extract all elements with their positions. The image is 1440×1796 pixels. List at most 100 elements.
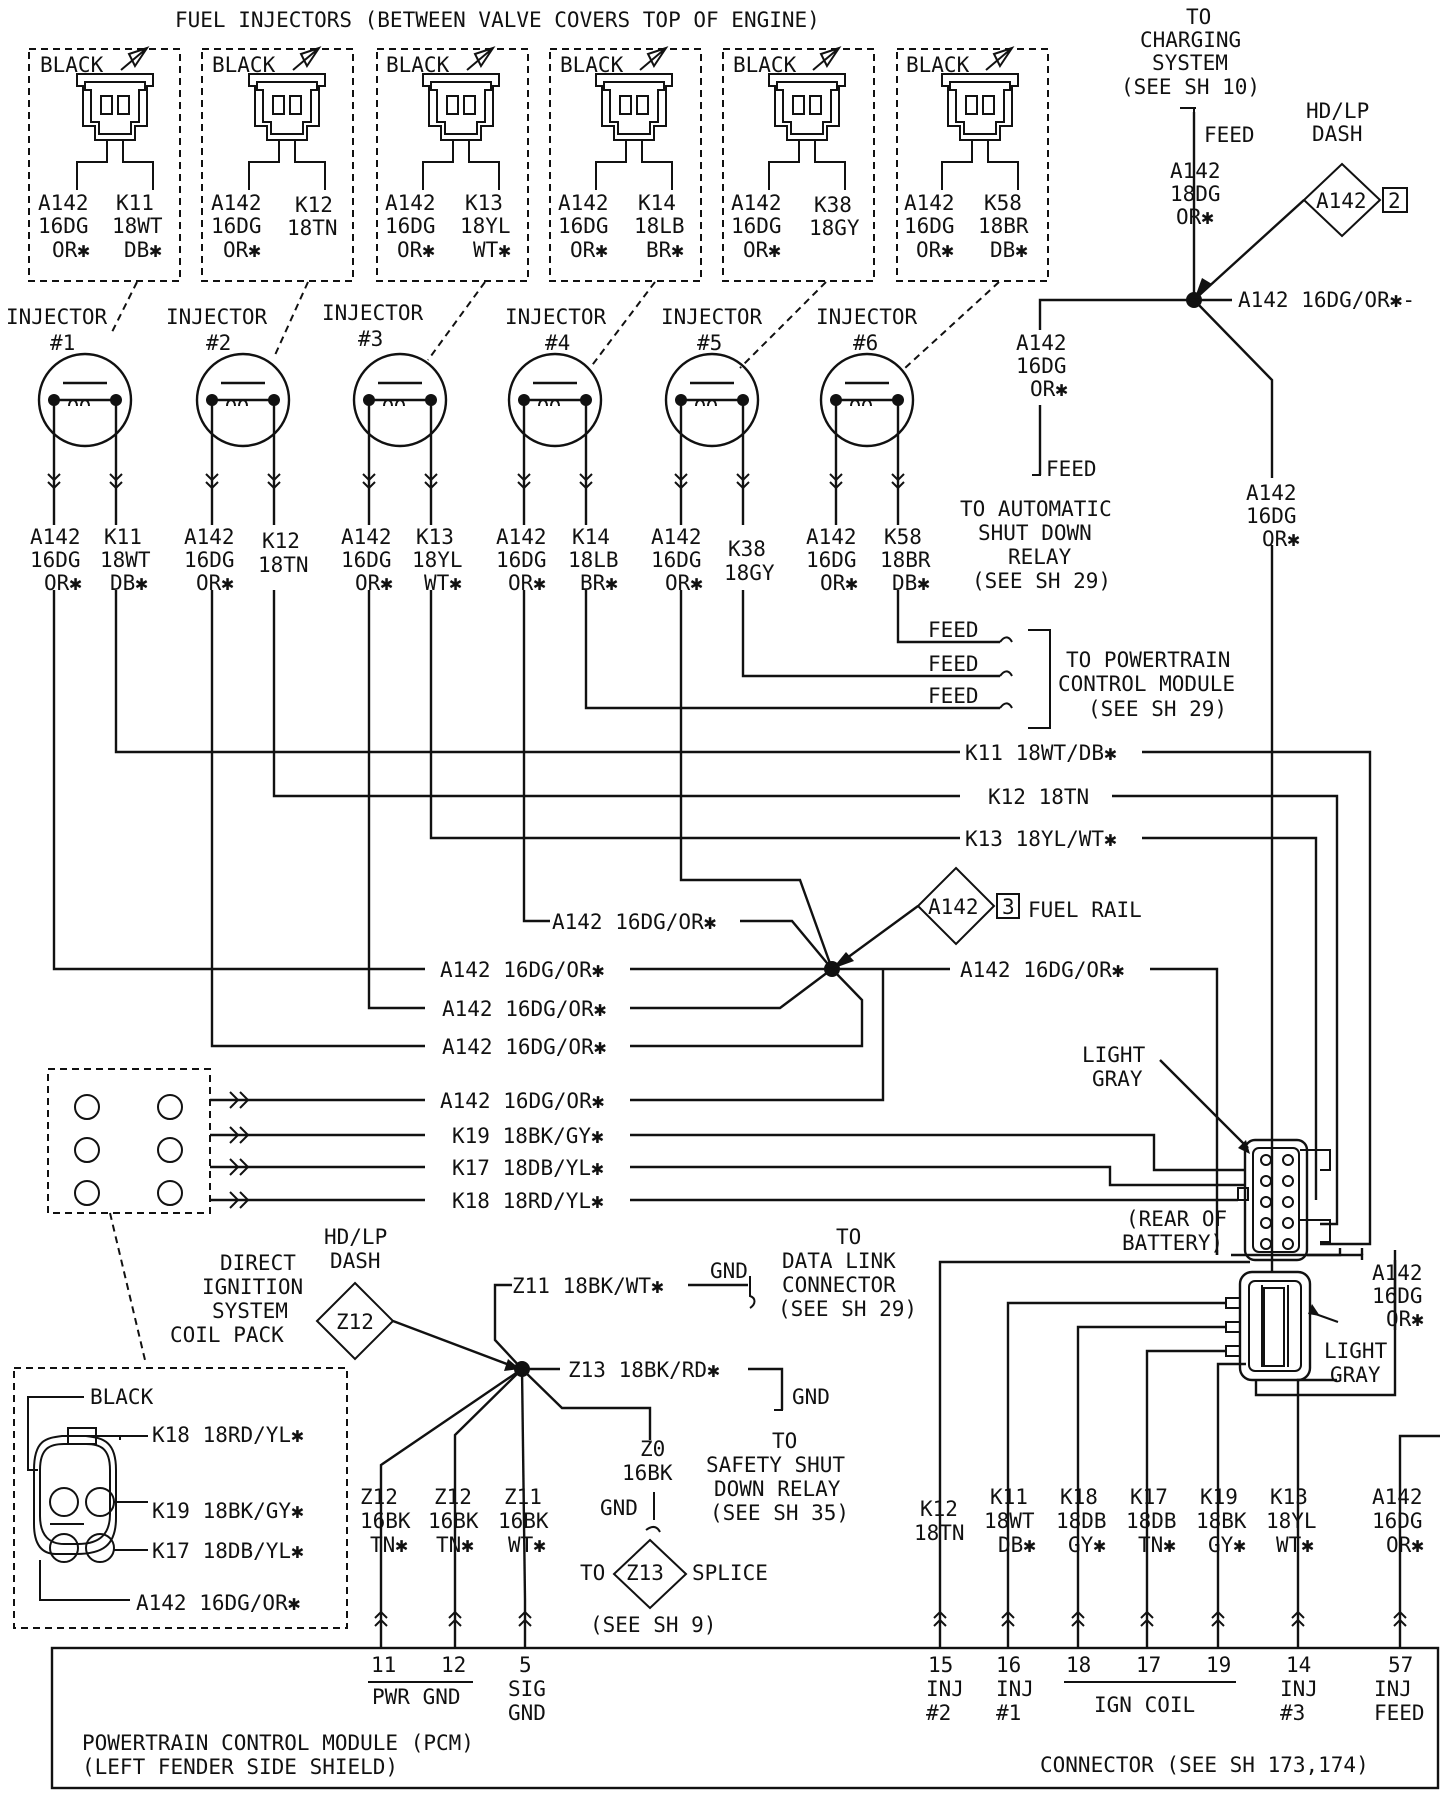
svg-text:5: 5 [519,1653,532,1677]
svg-text:OR✱: OR✱ [508,571,546,595]
svg-text:A142: A142 [211,191,262,215]
svg-text:A142: A142 [341,525,392,549]
svg-text:DOWN RELAY: DOWN RELAY [714,1477,841,1501]
svg-text:A142: A142 [385,191,436,215]
svg-text:16DG: 16DG [1372,1509,1423,1533]
wire-k11-label: K11 18WT/DB✱ [965,741,1117,765]
pcm-right-wire-labels: K12 18TN K11 18WT DB✱ K18 18DB GY✱ K17 1… [914,1485,1424,1557]
svg-text:FEED: FEED [1204,123,1255,147]
svg-text:OR✱: OR✱ [665,571,703,595]
right-a142-label: A142 16DG OR✱ [1372,1261,1424,1331]
svg-text:K17 18DB/YL✱: K17 18DB/YL✱ [152,1539,304,1563]
diagram-title: FUEL INJECTORS (BETWEEN VALVE COVERS TOP… [175,8,820,32]
pcm-feeds-ref: FEED FEED FEED TO POWERTRAIN CONTROL MOD… [928,618,1235,729]
svg-text:TO AUTOMATIC: TO AUTOMATIC [960,497,1112,521]
svg-text:BATTERY): BATTERY) [1122,1231,1223,1255]
svg-text:OR✱: OR✱ [820,571,858,595]
svg-text:(REAR OF: (REAR OF [1126,1207,1227,1231]
svg-text:BR✱: BR✱ [646,238,684,262]
z0-ground-ref: Z0 16BK GND TO Z13 SPLICE (SEE SH 9) [580,1437,768,1637]
svg-text:IGNITION: IGNITION [202,1275,303,1299]
wire-a142-c-label: A142 16DG/OR✱ [960,958,1125,982]
wire-k17-label: K17 18DB/YL✱ [452,1156,604,1180]
svg-text:WT✱: WT✱ [1276,1533,1314,1557]
svg-text:FUEL RAIL: FUEL RAIL [1028,898,1142,922]
wire-k18-label: K18 18RD/YL✱ [452,1189,604,1213]
svg-text:18TN: 18TN [258,553,309,577]
wire-a142-f-label: A142 16DG/OR✱ [440,1089,605,1113]
svg-text:K19: K19 [1200,1485,1238,1509]
svg-text:SHUT DOWN: SHUT DOWN [978,521,1092,545]
charging-system-ref: TO CHARGING SYSTEM (SEE SH 10) FEED A142… [1121,5,1260,229]
svg-text:CONNECTOR (SEE SH 173,174): CONNECTOR (SEE SH 173,174) [1040,1753,1369,1777]
svg-text:Z0: Z0 [640,1437,665,1461]
svg-text:DIRECT: DIRECT [220,1251,296,1275]
svg-text:PWR GND: PWR GND [372,1685,461,1709]
svg-text:16DG: 16DG [1246,504,1297,528]
svg-text:INJECTOR: INJECTOR [816,305,918,329]
coil-pack-connector [47,1068,211,1214]
coil-pack-detail: BLACK K18 18RD/YL✱ K19 18BK/GY✱ K17 18DB… [13,1367,348,1629]
svg-text:Z12: Z12 [336,1310,374,1334]
svg-text:A142: A142 [1246,481,1297,505]
svg-text:A142: A142 [1016,331,1067,355]
svg-text:A142 16DG/OR✱: A142 16DG/OR✱ [136,1591,301,1615]
svg-text:16BK: 16BK [360,1509,411,1533]
svg-text:11: 11 [371,1653,396,1677]
svg-text:GND: GND [710,1259,748,1283]
svg-text:COIL PACK: COIL PACK [170,1323,284,1347]
svg-text:18BR: 18BR [978,214,1029,238]
svg-text:Z12: Z12 [434,1485,472,1509]
injector-1: INJECTOR #1 [6,305,133,448]
svg-text:SYSTEM: SYSTEM [1152,51,1228,75]
injector-3: INJECTOR #3 [322,301,448,448]
svg-text:GND: GND [792,1385,830,1409]
svg-text:FEED: FEED [1374,1701,1425,1725]
svg-text:#2: #2 [206,331,231,355]
svg-text:18DG: 18DG [1170,182,1221,206]
svg-text:16DG: 16DG [1016,354,1067,378]
svg-text:57: 57 [1388,1653,1413,1677]
svg-text:K12: K12 [262,529,300,553]
svg-text:(SEE SH 9): (SEE SH 9) [590,1613,716,1637]
svg-text:GRAY: GRAY [1330,1363,1381,1387]
injector-leads [47,400,905,525]
svg-text:POWERTRAIN CONTROL MODULE (PCM: POWERTRAIN CONTROL MODULE (PCM) [82,1731,474,1755]
svg-text:18BK: 18BK [1196,1509,1247,1533]
svg-text:A142: A142 [1316,189,1367,213]
svg-text:18LB: 18LB [634,214,685,238]
svg-text:K38: K38 [728,537,766,561]
svg-text:DB✱: DB✱ [990,238,1028,262]
right-trunk-label: A142 16DG OR✱ [1246,481,1300,551]
svg-text:16BK: 16BK [428,1509,479,1533]
svg-text:HD/LP: HD/LP [324,1225,387,1249]
svg-text:A142: A142 [731,191,782,215]
wire-a142-d-label: A142 16DG/OR✱ [442,997,607,1021]
svg-text:(SEE SH 29): (SEE SH 29) [1088,697,1227,721]
svg-text:Z12: Z12 [360,1485,398,1509]
injector-connector-1: BLACK A142 16DG OR✱ K11 18WT DB✱ [28,47,181,282]
svg-text:A142: A142 [1372,1261,1423,1285]
pcm-right-terminals [933,1600,1407,1648]
svg-text:16DG: 16DG [904,214,955,238]
svg-text:(SEE SH 10): (SEE SH 10) [1121,75,1260,99]
svg-text:#6: #6 [853,331,878,355]
svg-text:K13: K13 [416,525,454,549]
svg-text:GY✱: GY✱ [1208,1533,1246,1557]
svg-text:#3: #3 [1280,1701,1305,1725]
svg-text:#5: #5 [697,331,722,355]
injector-4: INJECTOR #4 [505,305,607,448]
svg-text:K14: K14 [572,525,610,549]
injector-6: INJECTOR #6 [816,305,918,448]
coil-wires: A142 16DG/OR✱ K19 18BK/GY✱ K17 18DB/YL✱ … [210,969,1245,1213]
svg-text:18GY: 18GY [724,561,775,585]
wire-z13-label: Z13 18BK/RD✱ [568,1358,720,1382]
svg-text:#1: #1 [50,331,75,355]
svg-text:OR✱: OR✱ [743,238,781,262]
safety-shutdown-relay-ref: GND TO SAFETY SHUT DOWN RELAY (SEE SH 35… [706,1385,849,1525]
injector-connector-5: BLACK A142 16DG OR✱ K38 18GY [722,47,875,282]
injector-connector-2: BLACK A142 16DG OR✱ K12 18TN [201,47,354,282]
svg-text:19: 19 [1206,1653,1231,1677]
